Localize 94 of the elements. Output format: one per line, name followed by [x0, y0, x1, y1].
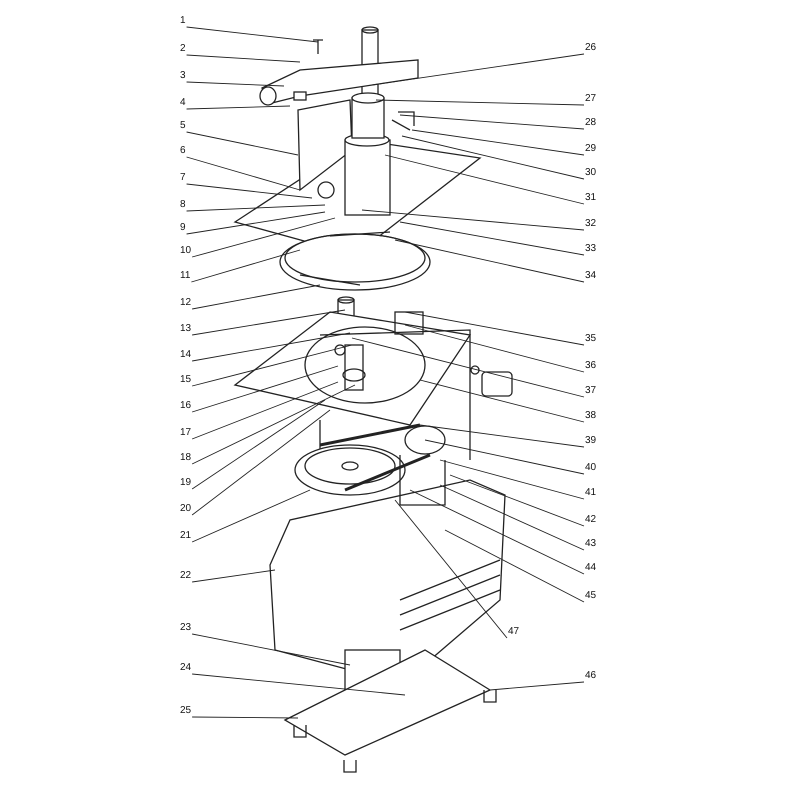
leader-line	[394, 500, 508, 638]
callout-number: 5	[180, 120, 186, 131]
callout-number: 12	[180, 297, 192, 308]
callout-number: 1	[180, 15, 186, 26]
leader-line	[404, 312, 584, 346]
leader-line	[400, 222, 584, 256]
leader-line	[192, 410, 330, 516]
callout-number: 4	[180, 97, 186, 108]
callout-number: 37	[585, 385, 596, 396]
leader-line	[384, 154, 584, 204]
callout-number: 25	[180, 705, 192, 716]
leader-line	[192, 344, 352, 386]
leader-line	[186, 106, 290, 110]
callout-number: 14	[180, 349, 192, 360]
leader-line	[186, 132, 298, 156]
callout-number: 29	[585, 143, 596, 154]
callout-number: 24	[180, 662, 192, 673]
leader-line	[192, 674, 406, 696]
leader-line	[192, 490, 310, 542]
leader-line	[190, 250, 300, 282]
leader-line	[186, 82, 284, 86]
callout-number: 6	[180, 145, 186, 156]
leader-line	[192, 384, 356, 464]
callout-number: 13	[180, 323, 192, 334]
callout-number: 21	[180, 530, 192, 541]
callout-number: 8	[180, 199, 186, 210]
callout-number: 47	[508, 626, 520, 637]
leader-line	[420, 424, 584, 448]
leader-line	[352, 338, 584, 398]
callout-number: 44	[585, 562, 596, 573]
leader-line	[404, 324, 584, 372]
leader-line	[186, 54, 300, 62]
callout-number: 28	[585, 117, 596, 128]
leader-line	[192, 284, 320, 310]
leader-line	[394, 240, 584, 282]
callout-number: 16	[180, 400, 192, 411]
leader-line	[450, 474, 584, 526]
leader-line	[440, 460, 584, 500]
callout-number: 33	[585, 243, 596, 254]
callout-number: 32	[585, 218, 596, 229]
leader-line	[402, 136, 584, 180]
leader-line	[490, 682, 584, 690]
leader-line	[192, 716, 298, 718]
leader-line	[362, 210, 584, 230]
callout-number: 9	[180, 222, 186, 233]
callout-number: 30	[585, 167, 596, 178]
leader-line	[412, 130, 584, 156]
leader-line	[186, 156, 300, 190]
callout-number: 11	[180, 270, 190, 281]
leader-line	[400, 114, 584, 130]
leader-line	[186, 204, 326, 212]
callout-number: 2	[180, 43, 186, 54]
leader-line	[444, 530, 584, 602]
leader-line	[186, 212, 326, 234]
leader-line	[192, 366, 338, 412]
callout-number: 46	[585, 670, 596, 681]
leader-line	[192, 400, 326, 490]
leader-line	[192, 332, 350, 362]
leader-line	[420, 380, 584, 422]
callout-number: 20	[180, 503, 192, 514]
leader-line	[424, 440, 584, 474]
callout-number: 19	[180, 477, 192, 488]
leader-line	[192, 218, 336, 258]
callout-number: 15	[180, 374, 192, 385]
callout-number: 45	[585, 590, 596, 601]
leader-line	[410, 490, 584, 574]
callout-number: 3	[180, 70, 186, 81]
leader-line	[186, 26, 318, 42]
callout-number: 17	[180, 427, 192, 438]
callout-number: 18	[180, 452, 192, 463]
leader-line	[192, 634, 350, 666]
callout-number: 39	[585, 435, 596, 446]
callout-number: 10	[180, 245, 192, 256]
callout-number: 38	[585, 410, 596, 421]
callout-number: 7	[180, 172, 186, 183]
callout-number: 23	[180, 622, 192, 633]
callout-number: 22	[180, 570, 192, 581]
callout-number: 27	[585, 93, 596, 104]
callout-number: 35	[585, 333, 596, 344]
leader-line	[376, 100, 584, 106]
leader-line	[372, 54, 584, 86]
callout-number: 42	[585, 514, 596, 525]
leader-line	[192, 382, 338, 440]
callout-number: 41	[585, 487, 596, 498]
leader-line	[440, 484, 584, 550]
callout-number: 31	[585, 192, 596, 203]
callout-number: 36	[585, 360, 596, 371]
leader-line	[192, 570, 276, 582]
callout-number: 40	[585, 462, 596, 473]
leader-line	[192, 310, 346, 336]
callout-number: 34	[585, 270, 596, 281]
leader-line	[186, 184, 312, 198]
callout-number: 43	[585, 538, 596, 549]
callout-number: 26	[585, 42, 596, 53]
